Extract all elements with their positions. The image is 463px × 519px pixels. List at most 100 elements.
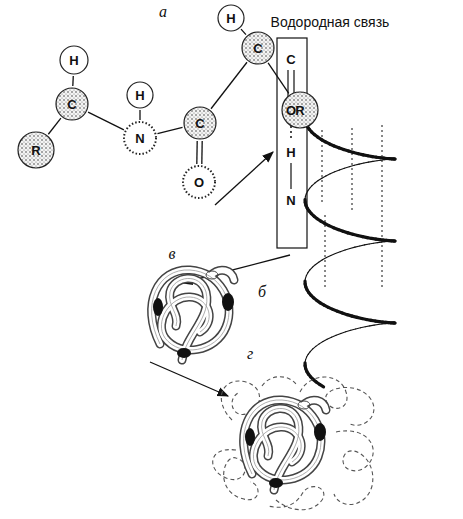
helix-stroke — [322, 176, 326, 178]
atom-symbol: C — [286, 53, 295, 66]
helix-stroke — [359, 163, 364, 164]
bond-line — [88, 112, 124, 130]
atom-symbol: N — [123, 121, 157, 155]
helix-stroke — [374, 324, 378, 326]
helix-stroke — [323, 339, 327, 341]
panel-letter: в — [169, 246, 176, 262]
bond-line — [157, 127, 182, 133]
atom-symbol: N — [286, 194, 295, 207]
bond-caption: Водородная связь — [271, 15, 390, 29]
helix-stroke — [320, 384, 324, 386]
bond-line — [241, 29, 246, 34]
helix-stroke — [331, 254, 336, 256]
helix-stroke — [394, 240, 396, 241]
helix-stroke — [393, 239, 394, 242]
atom-symbol: H — [286, 146, 295, 159]
bond-stroke — [211, 62, 247, 109]
helix-stroke — [336, 333, 341, 335]
bond-stroke — [196, 141, 198, 164]
helix-stroke — [313, 346, 316, 349]
helix-stroke — [394, 322, 395, 323]
atom-circle: O — [182, 165, 216, 199]
helix-stroke — [315, 181, 318, 183]
bond-stroke — [241, 29, 246, 34]
bond-line — [197, 141, 202, 164]
helix-stroke — [354, 164, 359, 165]
helix-stroke — [392, 321, 396, 324]
helix-stroke — [312, 265, 315, 268]
helix-stroke — [377, 160, 381, 162]
helix-stroke — [312, 183, 315, 186]
helix-stroke — [330, 172, 335, 174]
bond-line — [268, 63, 289, 94]
helix-stroke — [365, 243, 370, 245]
helix-stroke — [393, 239, 397, 242]
helix-stroke — [322, 258, 326, 260]
atom-circle: H — [59, 45, 89, 75]
bond-stroke — [139, 110, 140, 120]
bond-line — [72, 76, 73, 86]
helix-stroke — [351, 329, 356, 330]
atom-symbol: H — [217, 4, 245, 32]
helix-stroke — [340, 250, 345, 252]
bond-line — [48, 118, 61, 134]
panel-letter: г — [247, 346, 253, 362]
bond-stroke — [72, 76, 74, 86]
bond-stroke — [48, 118, 61, 134]
helix-stroke — [369, 243, 373, 245]
helix-stroke — [393, 240, 395, 241]
atom-circle: C — [183, 106, 217, 140]
helix-stroke — [316, 344, 319, 346]
helix-stroke — [365, 325, 370, 327]
helix-stroke — [393, 321, 396, 324]
panel-letter: б — [258, 284, 266, 300]
bond-stroke — [157, 127, 182, 133]
bond-stroke — [268, 63, 289, 94]
helix-stroke — [360, 245, 365, 246]
atom-symbol: C — [241, 31, 275, 65]
helix-stroke — [345, 249, 350, 251]
helix-stroke — [393, 157, 397, 160]
helix-stroke — [393, 321, 394, 324]
helix-stroke — [341, 332, 346, 334]
panel-letter: а — [159, 4, 167, 20]
helix-stroke — [361, 327, 366, 328]
atom-symbol: C — [183, 106, 217, 140]
helix-stroke — [326, 174, 330, 176]
atom-symbol: C — [55, 87, 89, 121]
helix-stroke — [318, 178, 322, 180]
helix-stroke — [356, 328, 361, 329]
helix-stroke — [378, 242, 382, 244]
bond-stroke — [201, 141, 203, 164]
helix-stroke — [378, 324, 382, 326]
atom-symbol: O — [182, 165, 216, 199]
atom-circle: H — [126, 81, 154, 109]
atom-circle: R — [17, 131, 55, 169]
helix-stroke — [374, 242, 378, 244]
helix-stroke — [346, 330, 351, 331]
helix-stroke — [349, 165, 354, 166]
helix-stroke — [315, 262, 318, 264]
bond-stroke — [88, 112, 124, 130]
helix-stroke — [350, 247, 355, 248]
atom-circle: C — [241, 31, 275, 65]
atom-symbol: H — [126, 81, 154, 109]
helix-stroke — [327, 337, 331, 339]
helix-stroke — [370, 325, 374, 327]
helix-stroke — [335, 252, 340, 254]
helix-stroke — [310, 349, 313, 352]
helix-stroke — [355, 246, 360, 247]
helix-stroke — [394, 158, 396, 159]
atom-symbol: O — [286, 104, 296, 117]
helix-stroke — [319, 260, 323, 262]
atom-circle: N — [123, 121, 157, 155]
helix-stroke — [364, 162, 369, 164]
atom-circle: C — [55, 87, 89, 121]
helix-stroke — [335, 170, 340, 172]
helix-stroke — [369, 161, 373, 163]
helix-stroke — [393, 322, 395, 323]
helix-stroke — [344, 167, 349, 169]
